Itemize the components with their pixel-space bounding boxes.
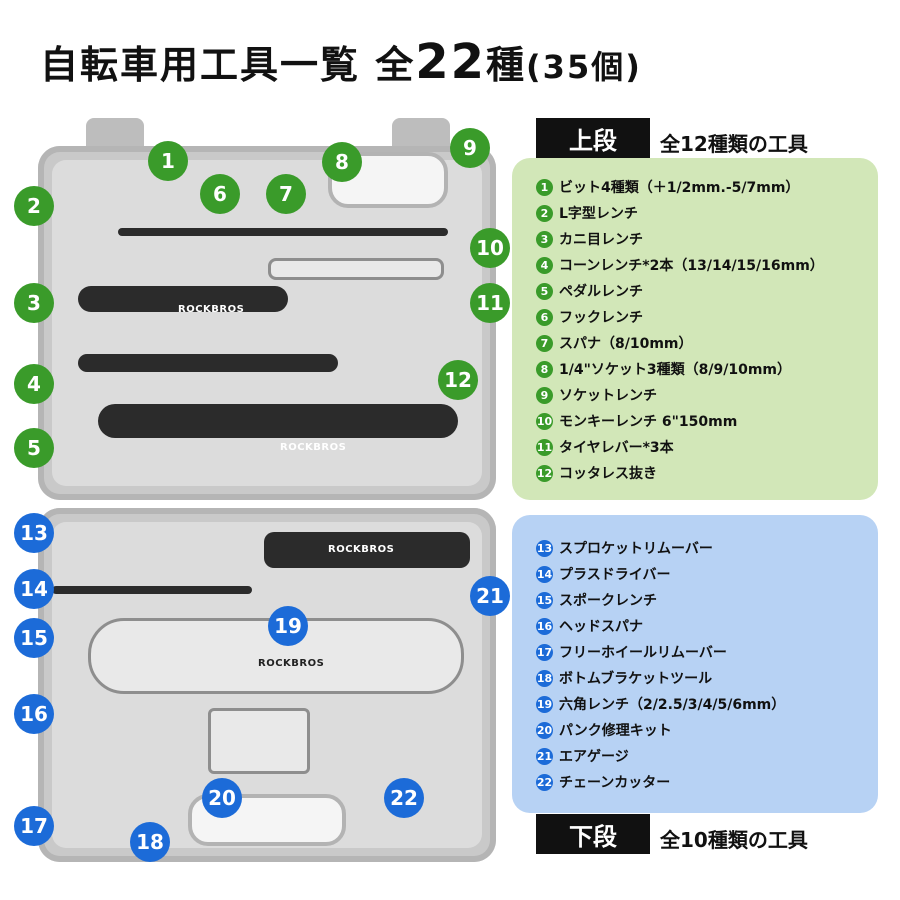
brand-label: ROCKBROS	[328, 544, 395, 555]
cone-wrench-tool	[78, 354, 338, 372]
case-hinge	[86, 118, 144, 148]
pin-spanner-tool	[78, 286, 288, 312]
badge-12: 12	[438, 360, 478, 400]
upper-section-sub: 全12種類の工具	[660, 132, 808, 156]
case-lower-tray: ROCKBROS ROCKBROS	[38, 508, 496, 862]
case-hinge	[392, 118, 450, 148]
badge-14: 14	[14, 569, 54, 609]
badge-19: 19	[268, 606, 308, 646]
lower-tools-panel	[512, 515, 878, 813]
badge-5: 5	[14, 428, 54, 468]
title-paren: (35個)	[526, 48, 642, 86]
badge-13: 13	[14, 513, 54, 553]
adjustable-wrench-tool	[268, 258, 444, 280]
repair-kit-tool	[208, 708, 310, 774]
badge-1: 1	[148, 141, 188, 181]
badge-22: 22	[384, 778, 424, 818]
badge-16: 16	[14, 694, 54, 734]
brand-label: ROCKBROS	[280, 442, 347, 453]
badge-2: 2	[14, 186, 54, 226]
brand-label: ROCKBROS	[258, 658, 325, 669]
badge-8: 8	[322, 142, 362, 182]
case-upper-tray: ROCKBROS ROCKBROS	[38, 146, 496, 500]
upper-tools-panel	[512, 158, 878, 500]
badge-7: 7	[266, 174, 306, 214]
title-main: 自転車用工具一覧 全	[40, 43, 416, 87]
upper-section-label: 上段	[536, 118, 650, 158]
badge-21: 21	[470, 576, 510, 616]
page-title: 自転車用工具一覧 全22種(35個)	[40, 34, 642, 90]
screwdriver-tool	[52, 586, 252, 594]
badge-11: 11	[470, 283, 510, 323]
badge-6: 6	[200, 174, 240, 214]
sprocket-remover-tool	[264, 532, 470, 568]
badge-9: 9	[450, 128, 490, 168]
title-unit: 種	[486, 43, 527, 87]
badge-18: 18	[130, 822, 170, 862]
badge-10: 10	[470, 228, 510, 268]
lower-section-sub: 全10種類の工具	[660, 828, 808, 852]
pedal-wrench-tool	[98, 404, 458, 438]
lower-section-label: 下段	[536, 814, 650, 854]
title-count: 22	[415, 34, 487, 90]
badge-3: 3	[14, 283, 54, 323]
badge-17: 17	[14, 806, 54, 846]
socket-wrench-tool	[118, 228, 448, 236]
badge-15: 15	[14, 618, 54, 658]
brand-label: ROCKBROS	[178, 304, 245, 315]
badge-20: 20	[202, 778, 242, 818]
badge-4: 4	[14, 364, 54, 404]
